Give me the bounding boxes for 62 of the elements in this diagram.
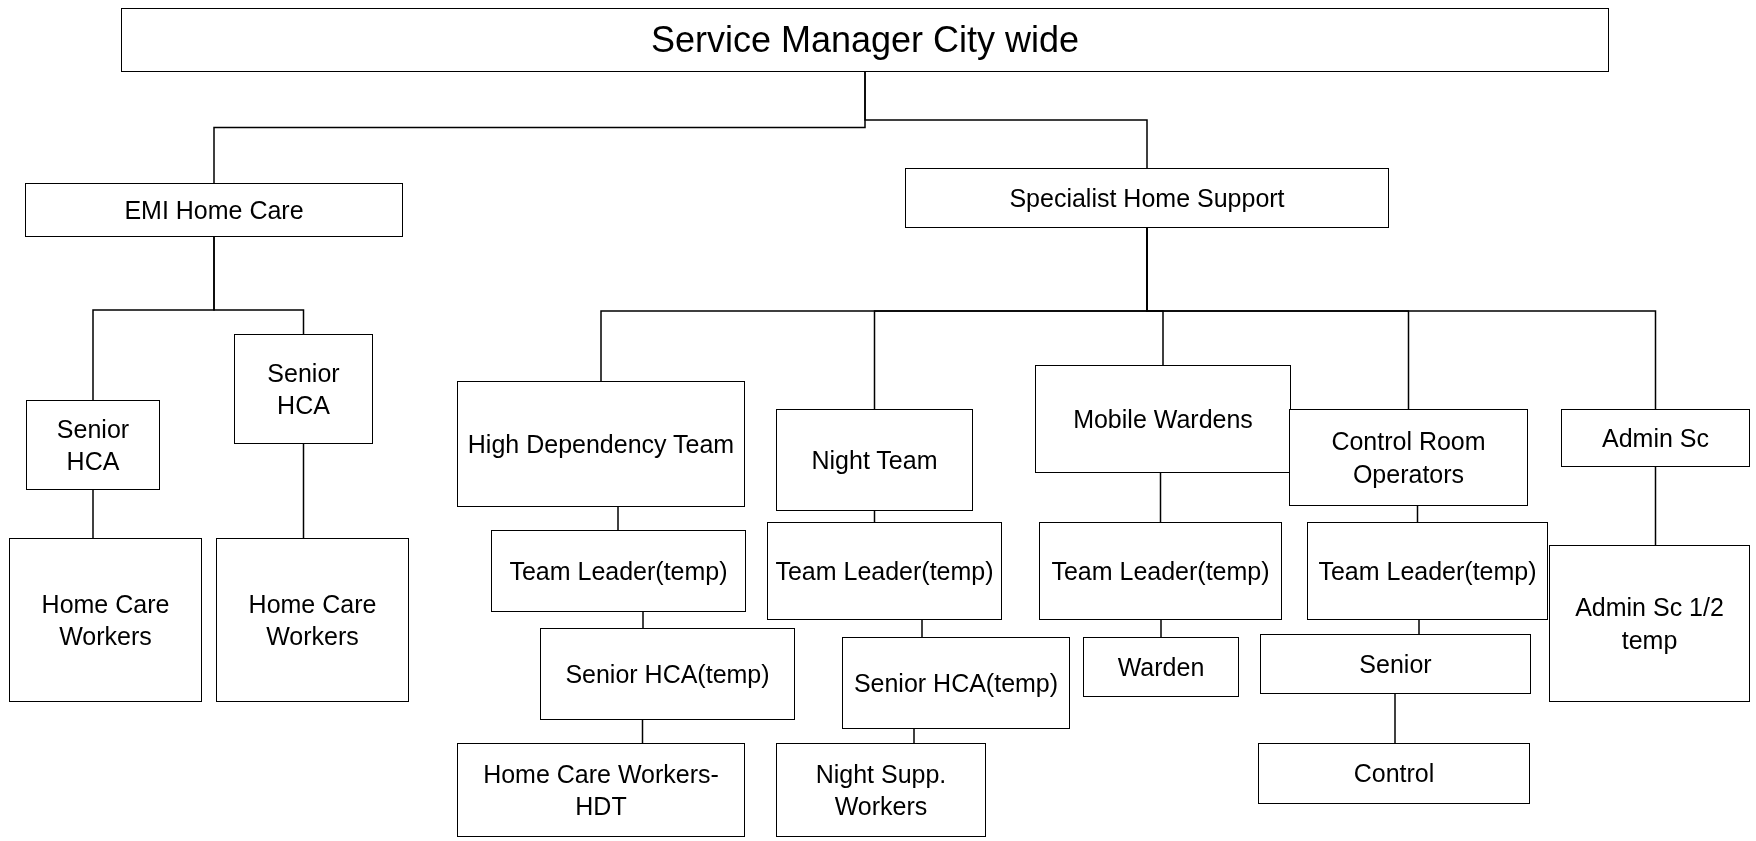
box-label: Team Leader(temp) (1318, 555, 1537, 587)
box-label: High Dependency Team (467, 428, 735, 460)
org-box (9, 538, 202, 702)
org-box (457, 743, 745, 837)
org-box (1307, 522, 1548, 620)
box-label: Home Care Workers (40, 588, 171, 652)
org-box (1561, 409, 1750, 467)
box-label: Specialist Home Support (1009, 182, 1285, 214)
org-box (25, 183, 403, 237)
org-box (1258, 743, 1530, 804)
box-label: Home Care Workers-HDT (482, 758, 720, 822)
box-label: Night Supp. Workers (814, 758, 948, 822)
org-box (1549, 545, 1750, 702)
box-label: Home Care Workers (247, 588, 378, 652)
box-label: Senior HCA(temp) (565, 658, 770, 690)
box-label: Senior HCA (266, 357, 341, 421)
connector-line (641, 719, 644, 744)
connector-line (213, 236, 305, 335)
org-box (905, 168, 1389, 228)
org-box (234, 334, 373, 444)
box-label: Admin Sc (1602, 422, 1709, 454)
org-box (842, 637, 1070, 729)
box-label: Mobile Wardens (1073, 403, 1253, 435)
org-box (1083, 637, 1239, 697)
box-label: Warden (1117, 651, 1205, 683)
org-box (776, 743, 986, 837)
connector-line (302, 443, 305, 539)
connector-line (921, 619, 923, 638)
box-label: Senior HCA(temp) (853, 667, 1059, 699)
org-box (121, 8, 1609, 72)
connector-line (1418, 619, 1420, 635)
connector-line (617, 506, 619, 531)
connector-line (1394, 693, 1396, 744)
org-box (776, 409, 973, 511)
box-label: Night Team (811, 444, 938, 476)
connector-line (1160, 619, 1162, 638)
box-label: Team Leader(temp) (1051, 555, 1270, 587)
connector-line (642, 611, 644, 629)
org-box (1289, 409, 1528, 506)
box-label: Control (1353, 758, 1435, 790)
box-label: Service Manager City wide (650, 17, 1080, 62)
connector-line (864, 71, 1148, 169)
org-box (457, 381, 745, 507)
box-label: Control Room Operators (1330, 426, 1487, 490)
box-label: Senior (1359, 648, 1432, 680)
box-label: Senior HCA (55, 413, 131, 477)
org-box (216, 538, 409, 702)
org-box (767, 522, 1002, 620)
connector-line (92, 489, 94, 539)
org-box (26, 400, 160, 490)
org-box (1035, 365, 1291, 473)
box-label: EMI Home Care (124, 194, 304, 226)
box-label: Admin Sc 1/2 temp (1574, 592, 1725, 656)
connector-line (1654, 466, 1657, 546)
box-label: Team Leader(temp) (509, 555, 728, 587)
org-box (1260, 634, 1531, 694)
org-box (491, 530, 746, 612)
box-label: Team Leader(temp) (775, 555, 994, 587)
org-box (540, 628, 795, 720)
connector-line (913, 728, 915, 744)
connector-line (1159, 472, 1162, 523)
org-box (1039, 522, 1282, 620)
